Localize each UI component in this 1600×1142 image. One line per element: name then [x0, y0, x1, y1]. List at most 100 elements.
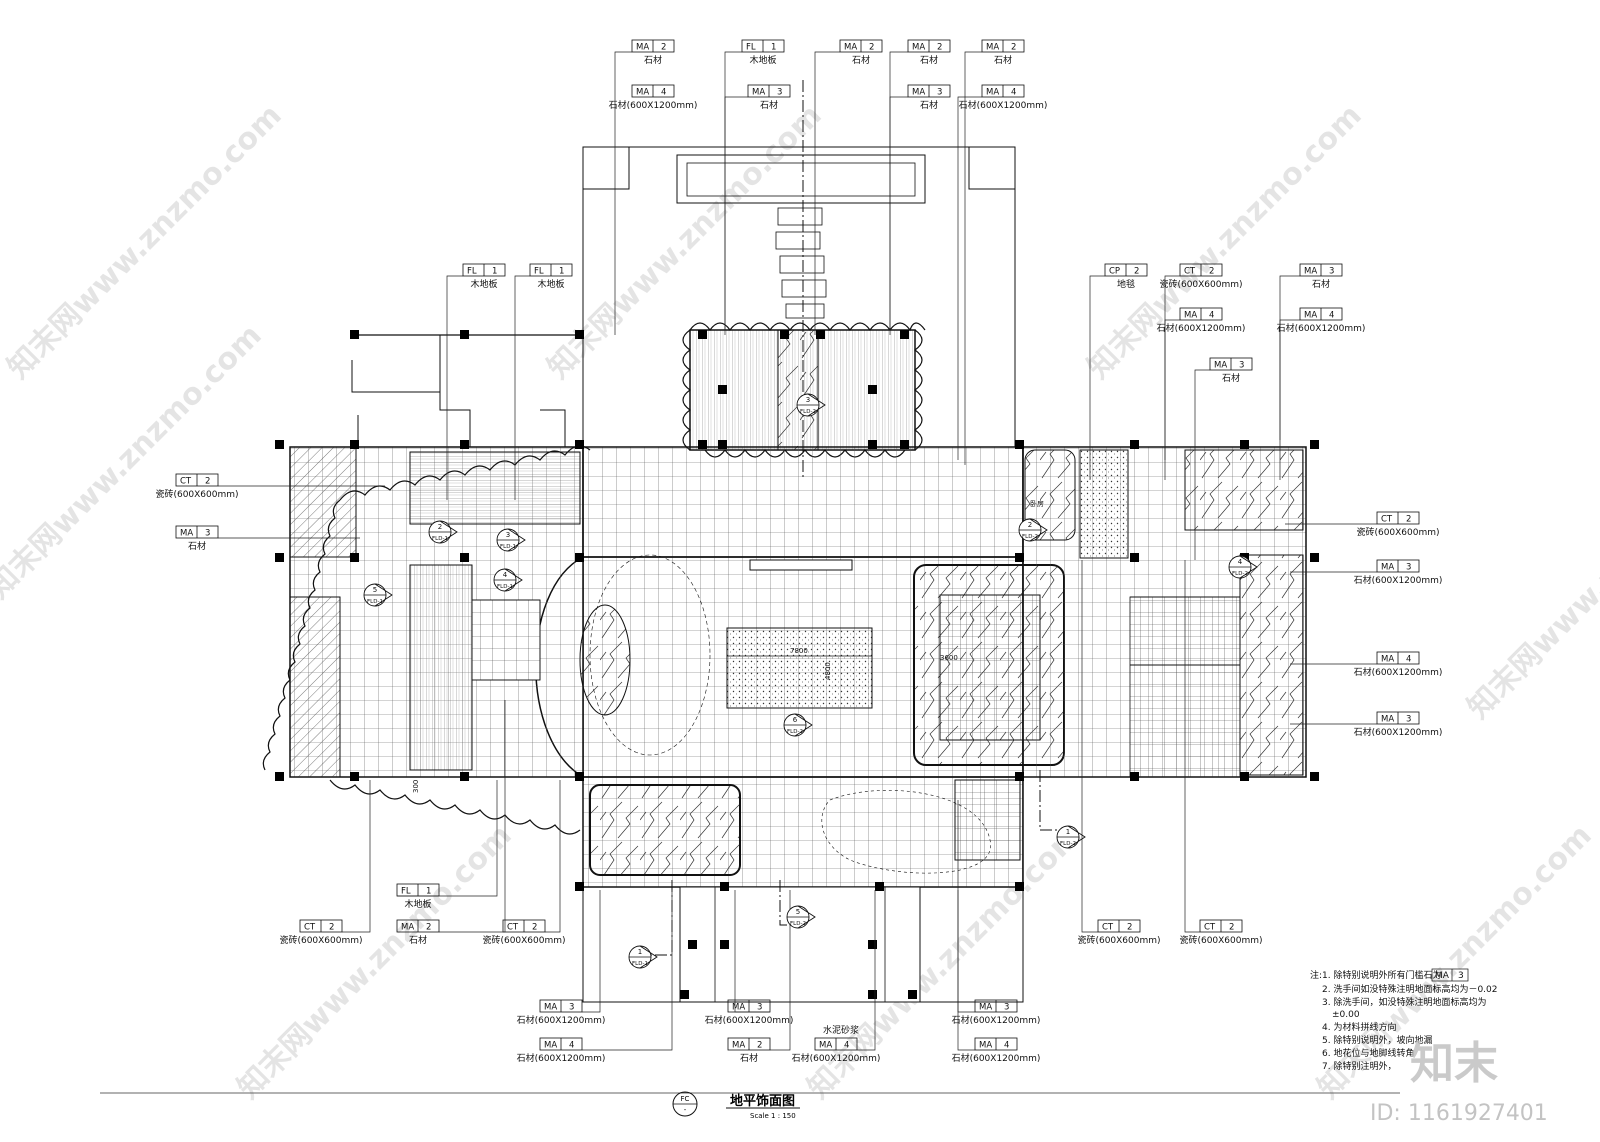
image-id: ID: 1161927401	[1370, 1101, 1548, 1126]
material-code: CT	[1102, 923, 1114, 933]
material-description: 瓷砖(600X600mm)	[155, 488, 238, 500]
material-number: 3	[205, 529, 210, 539]
note-line: 7. 除特别注明外，	[1322, 1060, 1396, 1072]
leader-line	[814, 51, 840, 335]
material-code: MA	[1184, 311, 1197, 321]
note-line: 4. 为材料拼线方向	[1322, 1021, 1396, 1033]
section-reference: FLD-1	[367, 599, 383, 605]
material-description: 石材(600X1200mm)	[1157, 322, 1246, 334]
material-code: CT	[1381, 515, 1393, 525]
material-description: 石材(600X1200mm)	[1354, 726, 1443, 738]
material-number: 2	[329, 923, 334, 933]
drawing-scale: Scale 1 : 150	[750, 1112, 796, 1120]
material-description: 石材	[1222, 372, 1240, 384]
material-number: 2	[1134, 267, 1139, 277]
material-number: 4	[1011, 88, 1016, 98]
leader-line	[857, 890, 876, 1051]
material-description: 石材	[644, 54, 662, 66]
note-tag-num: 3	[1458, 971, 1464, 981]
material-code: MA	[912, 43, 925, 53]
material-number: 2	[661, 43, 666, 53]
material-code: MA	[986, 43, 999, 53]
material-description: 瓷砖(600X600mm)	[1159, 278, 1242, 290]
material-description: 石材	[1312, 278, 1330, 290]
material-number: 2	[757, 1041, 762, 1051]
material-description: 瓷砖(600X600mm)	[1179, 934, 1262, 946]
material-code: FL	[401, 887, 411, 897]
section-number: 5	[796, 908, 800, 916]
svg-text:知末网www.znzmo.com: 知末网www.znzmo.com	[1081, 98, 1369, 386]
material-code: MA	[752, 88, 765, 98]
drawing-ref-bottom: -	[684, 1106, 687, 1114]
title-block: FC - 地平饰面图 Scale 1 : 150	[100, 1091, 1400, 1120]
section-reference: FLD-1	[432, 536, 448, 542]
material-description: 石材	[188, 540, 206, 552]
leader-line	[1279, 275, 1300, 440]
section-reference: FLD-2	[800, 409, 816, 415]
material-number: 4	[661, 88, 666, 98]
material-description: 石材(600X1200mm)	[517, 1014, 606, 1026]
material-number: 1	[492, 267, 497, 277]
drawing-ref-top: FC	[681, 1095, 690, 1103]
leader-line	[439, 700, 506, 933]
material-code: CT	[304, 923, 316, 933]
material-description: 石材(600X1200mm)	[952, 1014, 1041, 1026]
material-code: MA	[912, 88, 925, 98]
section-number: 2	[1028, 521, 1032, 529]
leader-line	[889, 51, 908, 335]
material-number: 3	[937, 88, 942, 98]
building	[262, 80, 1307, 1003]
material-description: 瓷砖(600X600mm)	[482, 934, 565, 946]
material-code: MA	[544, 1041, 557, 1051]
leader-line	[964, 51, 982, 465]
material-code: MA	[401, 923, 414, 933]
svg-text:知末网www.znzmo.com: 知末网www.znzmo.com	[1461, 438, 1600, 726]
leader-line	[957, 890, 975, 1051]
material-number: 2	[1209, 267, 1214, 277]
material-code: CP	[1109, 267, 1120, 277]
leader-line	[770, 890, 791, 1051]
material-description: 石材	[852, 54, 870, 66]
notes: 注:1. 除特别说明外所有门槛石为 MA 3 2. 洗手间如没特殊注明地面标高均…	[1310, 968, 1498, 1072]
note-line: 5. 除特别说明外，坡向地漏	[1322, 1034, 1432, 1046]
material-number: 2	[205, 477, 210, 487]
note-line: 2. 洗手间如没特殊注明地面标高均为－0.02	[1322, 983, 1498, 995]
material-description: 水泥砂浆	[823, 1024, 859, 1036]
leader-lines	[218, 51, 1377, 1051]
material-number: 4	[1406, 655, 1411, 665]
material-number: 4	[844, 1041, 849, 1051]
leader-line	[957, 96, 982, 460]
section-number: 5	[373, 586, 377, 594]
material-description: 瓷砖(600X600mm)	[1077, 934, 1160, 946]
material-code: FL	[534, 267, 544, 277]
material-description: 石材(600X1200mm)	[517, 1052, 606, 1064]
material-description: 石材	[920, 54, 938, 66]
material-code: MA	[544, 1003, 557, 1013]
leader-line	[1089, 275, 1105, 480]
material-description: 木地板	[749, 54, 776, 66]
material-code: MA	[986, 88, 999, 98]
material-description: 石材	[920, 99, 938, 111]
material-number: 3	[1329, 267, 1334, 277]
material-description: 瓷砖(600X600mm)	[279, 934, 362, 946]
